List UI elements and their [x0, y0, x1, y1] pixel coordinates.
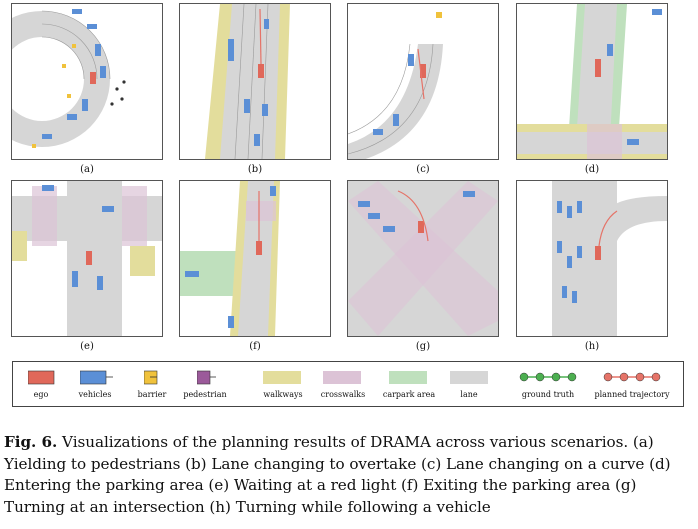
scenario-panel-f: [179, 180, 331, 337]
caption-text: Visualizations of the planning results o…: [4, 433, 671, 516]
panel-label-e: (e): [80, 341, 94, 352]
scenario-panel-c: [347, 3, 499, 160]
panel-label-f: (f): [249, 341, 261, 352]
carpark-area-swatch: [389, 371, 427, 384]
pedestrian-swatch: [197, 370, 211, 385]
scene-map-b: [205, 4, 290, 159]
planned-trajectory-marker: [651, 372, 661, 382]
scenario-panel-a: [11, 3, 163, 160]
legend-label-carpark-area: carpark area: [382, 390, 436, 399]
planned-trajectory-marker: [635, 372, 645, 382]
figure-caption: Fig. 6. Visualizations of the planning r…: [4, 432, 698, 518]
scenario-panel-h: [516, 180, 668, 337]
panel-label-g: (g): [415, 341, 431, 352]
ground-truth-marker: [519, 372, 529, 382]
panel-label-h: (h): [584, 341, 600, 352]
legend-label-barrier: barrier: [137, 390, 167, 399]
ground-truth-marker: [567, 372, 577, 382]
scene-map-g: [348, 181, 498, 336]
scenario-panel-e: [11, 180, 163, 337]
panel-label-b: (b): [247, 164, 263, 175]
planned-trajectory-marker: [603, 372, 613, 382]
scene-map-a: [12, 9, 126, 148]
planned-trajectory-marker: [619, 372, 629, 382]
ground-truth-marker: [535, 372, 545, 382]
panel-label-a: (a): [80, 164, 94, 175]
ground-truth-marker: [551, 372, 561, 382]
scene-map-f: [180, 181, 280, 336]
scenario-panel-d: [516, 3, 668, 160]
legend-label-walkways: walkways: [263, 390, 303, 399]
legend-label-crosswalks: crosswalks: [320, 390, 366, 399]
legend-label-vehicles: vehicles: [78, 390, 112, 399]
figure-number: Fig. 6.: [4, 433, 58, 451]
legend-label-ground-truth: ground truth: [521, 390, 575, 399]
legend-label-pedestrian: pedestrian: [183, 390, 227, 399]
scene-map-h: [552, 181, 667, 336]
panel-label-c: (c): [416, 164, 430, 175]
legend: ego vehicles barrier pedestrian walkways…: [12, 361, 684, 407]
legend-label-lane: lane: [460, 390, 478, 399]
lane-swatch: [450, 371, 488, 384]
scenario-panel-g: [347, 180, 499, 337]
ego-swatch: [28, 370, 55, 385]
barrier-swatch: [144, 370, 158, 385]
legend-label-ego: ego: [33, 390, 49, 399]
walkways-swatch: [263, 371, 301, 384]
scene-map-e: [12, 181, 162, 336]
crosswalks-swatch: [323, 371, 361, 384]
scene-map-d: [517, 4, 667, 159]
vehicles-swatch: [80, 370, 107, 385]
panel-label-d: (d): [584, 164, 600, 175]
legend-label-planned-trajectory: planned trajectory: [594, 390, 670, 399]
scenario-panel-b: [179, 3, 331, 160]
scene-map-c: [348, 12, 443, 159]
